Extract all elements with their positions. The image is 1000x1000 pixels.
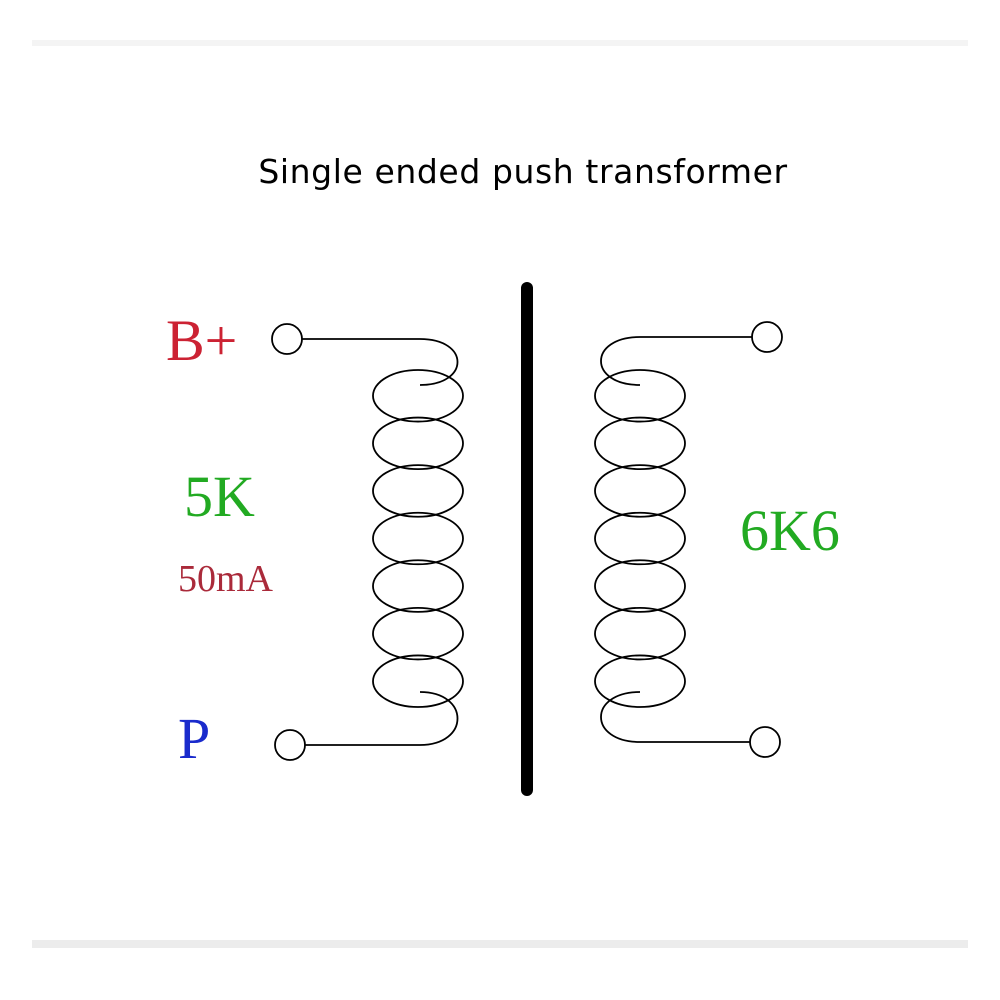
coil-turn <box>372 369 464 423</box>
coil-turn <box>594 559 686 613</box>
coil-turn <box>372 416 464 471</box>
terminal-secondary-top <box>751 321 783 353</box>
terminal-b-plus <box>271 323 303 355</box>
coil-turn <box>594 369 686 423</box>
primary-coil <box>372 369 464 708</box>
secondary-coil <box>594 369 686 708</box>
coil-turn <box>372 511 464 566</box>
bottom-border <box>32 940 968 948</box>
top-border <box>32 40 968 46</box>
diagram-title: Single ended push transformer <box>258 152 788 191</box>
primary-impedance-label: 5K <box>184 464 255 529</box>
primary-bottom-lead <box>302 691 459 746</box>
coil-turn <box>594 511 686 566</box>
coil-turn <box>594 606 686 661</box>
coil-turn <box>372 559 464 613</box>
terminal-secondary-bottom <box>749 726 781 758</box>
primary-top-lead <box>302 338 459 386</box>
secondary-bottom-lead <box>600 691 752 743</box>
coil-turn <box>594 416 686 471</box>
coil-turn <box>372 464 464 518</box>
coil-turn <box>372 654 464 708</box>
secondary-impedance-label: 6K6 <box>740 498 840 563</box>
coil-turn <box>594 464 686 518</box>
plate-label: P <box>178 706 211 771</box>
terminal-p <box>274 729 306 761</box>
coil-turn <box>372 606 464 661</box>
secondary-top-lead <box>600 336 752 386</box>
coil-turn <box>594 654 686 708</box>
b-plus-label: B+ <box>166 308 238 373</box>
primary-current-label: 50mA <box>178 558 273 600</box>
